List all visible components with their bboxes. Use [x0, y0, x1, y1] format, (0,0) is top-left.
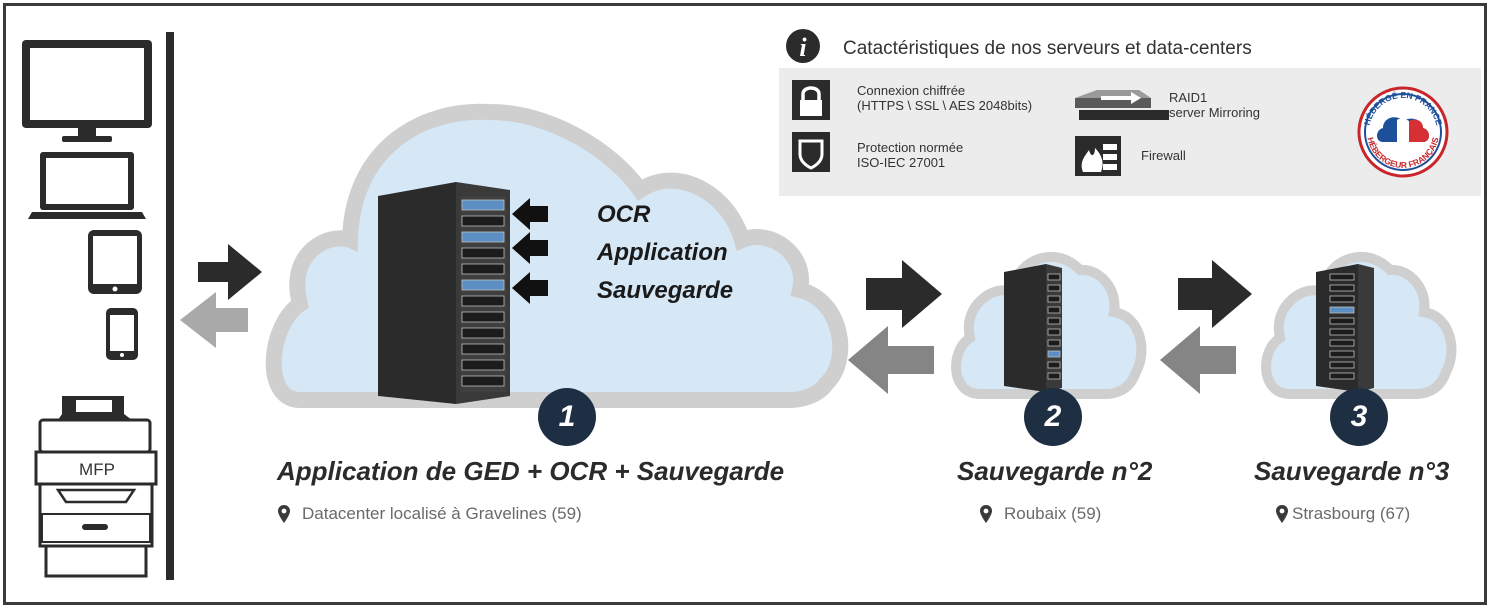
step-2-location: Roubaix (59) [980, 504, 1101, 524]
feature-firewall-line1: Firewall [1141, 148, 1186, 163]
step-2-location-text: Roubaix (59) [1004, 504, 1102, 523]
step-2-title: Sauvegarde n°2 [957, 456, 1153, 486]
arrow-main-to-2 [866, 260, 942, 328]
info-icon: i [786, 29, 820, 63]
feature-raid: RAID1 server Mirroring [1169, 90, 1260, 120]
main-server-rack-icon [378, 182, 510, 404]
feature-encryption-line2: (HTTPS \ SSL \ AES 2048bits) [857, 98, 1033, 113]
device-separator-line [166, 32, 174, 580]
ocr-pointer-arrow [512, 198, 548, 230]
step-3-title: Sauvegarde n°3 [1254, 456, 1450, 486]
cloud-service-labels: OCR Application Sauvegarde [597, 196, 733, 310]
server-rack-3-icon [1316, 264, 1374, 392]
mfp-printer-icon [34, 396, 158, 578]
rack-unit [1329, 295, 1355, 303]
rack-unit [461, 359, 505, 371]
rack-unit [1329, 306, 1355, 314]
phone-icon [106, 308, 138, 360]
rack-unit [1329, 372, 1355, 380]
svg-text:i: i [799, 33, 807, 62]
rack-unit [461, 295, 505, 307]
step-3-badge: 3 [1330, 388, 1388, 446]
firewall-icon [1075, 136, 1121, 176]
rack-unit [1047, 372, 1061, 380]
diagram-frame [3, 3, 1487, 605]
feature-firewall: Firewall [1141, 148, 1186, 163]
rack-unit [461, 279, 505, 291]
label-application: Application [597, 239, 728, 266]
rack-unit [1329, 317, 1355, 325]
info-box-icons: HÉBERGÉ EN FRANCE HÉBERGEUR FRANÇAIS [792, 80, 1449, 178]
step-1-title: Application de GED + OCR + Sauvegarde [277, 456, 785, 486]
rack-unit [461, 231, 505, 243]
tablet-icon [88, 230, 142, 294]
sauvegarde-pointer-arrow [512, 272, 548, 304]
laptop-icon [28, 152, 146, 219]
rack-unit [1329, 350, 1355, 358]
rack-unit [1047, 317, 1061, 325]
location-pin-icon [980, 505, 992, 523]
rack-unit [1047, 284, 1061, 292]
arrow-3-to-2 [1160, 326, 1236, 394]
rack-unit [1047, 273, 1061, 281]
rack-unit [461, 199, 505, 211]
rack-3-units [1329, 273, 1355, 380]
arrow-2-to-3 [1178, 260, 1252, 328]
feature-encryption-line1: Connexion chiffrée [857, 83, 966, 98]
step-2-badge: 2 [1024, 388, 1082, 446]
lock-icon [792, 80, 830, 120]
step-1-badge: 1 [538, 388, 596, 446]
feature-encryption: Connexion chiffrée (HTTPS \ SSL \ AES 20… [857, 83, 1032, 113]
rack-unit [461, 327, 505, 339]
arrow-left-out [180, 292, 248, 348]
rack-unit [1047, 350, 1061, 358]
step-3-location: Strasbourg (67) [1276, 504, 1410, 524]
rack-unit [461, 343, 505, 355]
rack-unit [1047, 295, 1061, 303]
feature-protection-line2: ISO-IEC 27001 [857, 155, 946, 170]
rack-unit [1329, 328, 1355, 336]
monitor-icon [22, 40, 152, 142]
rack-unit [1047, 328, 1061, 336]
rack-unit [1047, 339, 1061, 347]
arrow-2-to-main [848, 326, 934, 394]
arrow-right-in [198, 244, 262, 300]
label-sauvegarde: Sauvegarde [597, 277, 734, 304]
rack-units [461, 199, 505, 387]
info-title: Catactéristiques de nos serveurs et data… [843, 38, 1252, 59]
rack-unit [1329, 273, 1355, 281]
mfp-label: MFP [79, 460, 115, 479]
rack-unit [1047, 361, 1061, 369]
rack-unit [1329, 361, 1355, 369]
raid-server-icon [1075, 90, 1169, 120]
rack-unit [461, 247, 505, 259]
rack-unit [461, 263, 505, 275]
application-pointer-arrow [512, 232, 548, 264]
rack-unit [461, 311, 505, 323]
location-pin-icon [1276, 505, 1288, 523]
feature-protection-line1: Protection normée [857, 140, 964, 155]
feature-raid-line1: RAID1 [1169, 90, 1208, 105]
label-ocr: OCR [597, 201, 651, 228]
rack-unit [1329, 339, 1355, 347]
step-1-location: Datacenter localisé à Gravelines (59) [278, 504, 582, 524]
feature-protection: Protection normée ISO-IEC 27001 [857, 140, 963, 170]
rack-unit [1329, 284, 1355, 292]
rack-2-units [1047, 273, 1061, 380]
hosted-in-france-badge: HÉBERGÉ EN FRANCE HÉBERGEUR FRANÇAIS [1357, 86, 1449, 178]
location-pin-icon [278, 505, 290, 523]
feature-raid-line2: server Mirroring [1169, 105, 1261, 120]
rack-unit [461, 215, 505, 227]
main-cloud [265, 103, 849, 408]
rack-unit [461, 375, 505, 387]
shield-icon [792, 132, 830, 172]
rack-unit [1047, 306, 1061, 314]
step-3-location-text: Strasbourg (67) [1292, 504, 1411, 523]
info-box: HÉBERGÉ EN FRANCE HÉBERGEUR FRANÇAIS Con… [779, 68, 1481, 196]
step-1-location-text: Datacenter localisé à Gravelines (59) [302, 504, 582, 523]
